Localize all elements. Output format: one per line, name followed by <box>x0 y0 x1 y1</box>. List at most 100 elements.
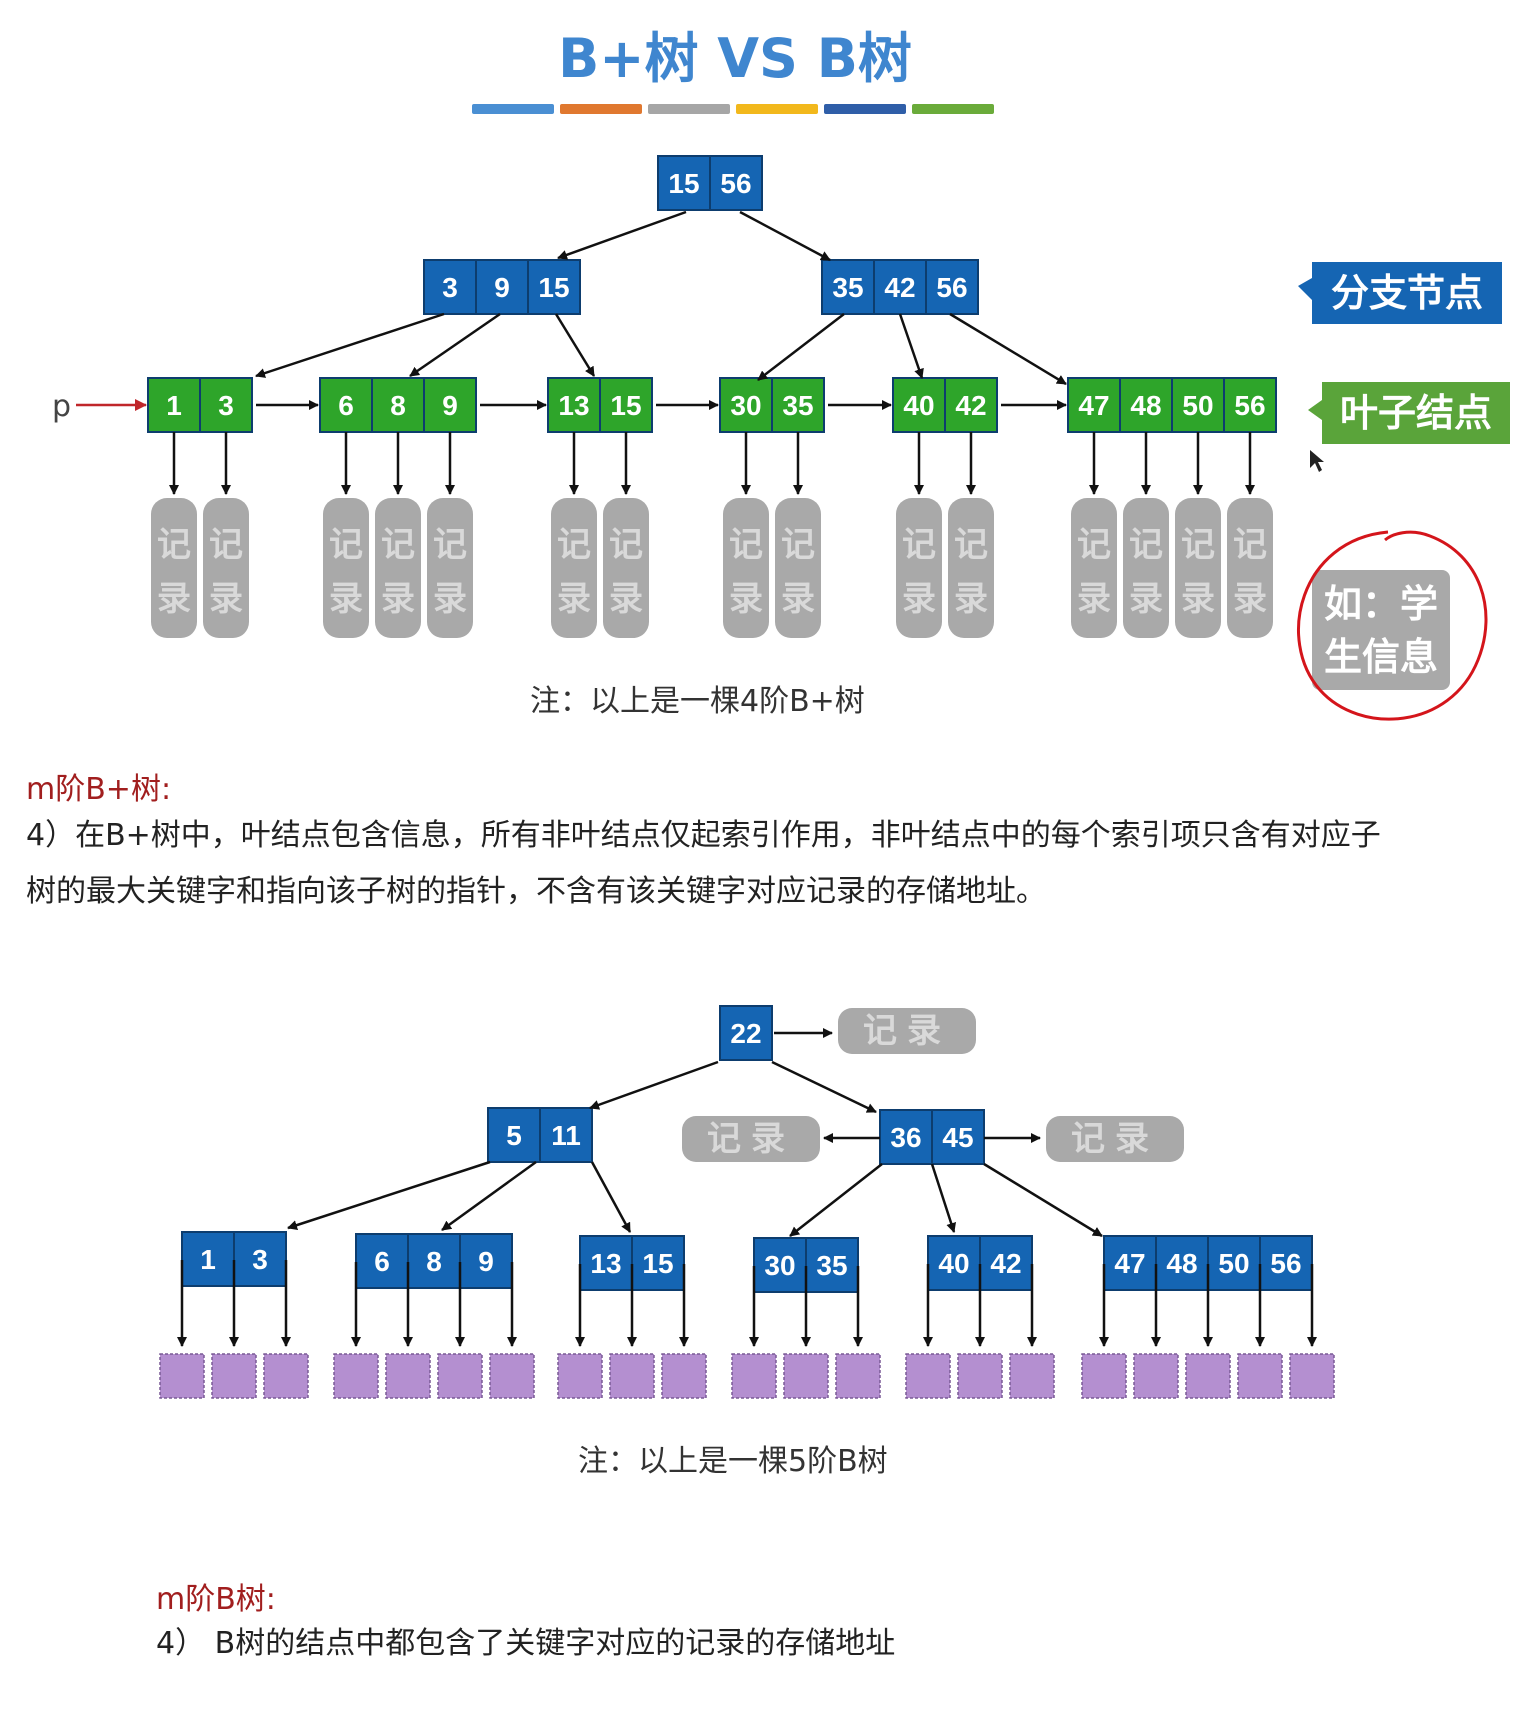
node-key: 42 <box>990 1248 1021 1279</box>
node-key: 47 <box>1114 1248 1145 1279</box>
node-key: 15 <box>668 168 699 199</box>
record-char: 记 <box>557 525 591 565</box>
record-pill-bg <box>1175 498 1221 638</box>
callout-leaf-bg <box>1308 382 1510 444</box>
record-pill-bg <box>427 498 473 638</box>
record-pill-bg <box>723 498 769 638</box>
node-key: 50 <box>1182 390 1213 421</box>
node-key: 42 <box>884 272 915 303</box>
record-pill-bg <box>838 1008 976 1054</box>
btree-leaf-node-box <box>355 1233 513 1289</box>
btree-root-node-box <box>719 1005 773 1061</box>
bplus-leaf-node: 30 35 <box>719 377 825 433</box>
node-key: 50 <box>1218 1248 1249 1279</box>
btree-note: 注：以上是一棵5阶B树 <box>578 1444 888 1479</box>
record-pill: 记录 <box>427 498 473 638</box>
btree-desc-label: m阶B树: <box>156 1582 276 1617</box>
callout-branch-node: 分支节点 <box>1298 262 1502 324</box>
node-key: 22 <box>730 1018 761 1049</box>
record-char: 录 <box>329 579 363 619</box>
node-key: 30 <box>764 1250 795 1281</box>
bplus-leaf-node: 47 48 50 56 <box>1067 377 1277 433</box>
child-pointer-box <box>1081 1353 1127 1399</box>
record-char: 记 <box>1129 525 1163 565</box>
child-pointer-box <box>783 1353 829 1399</box>
node-key: 36 <box>890 1122 921 1153</box>
record-pill: 记录 <box>948 498 994 638</box>
child-pointer-box <box>609 1353 655 1399</box>
child-pointer-box <box>1009 1353 1055 1399</box>
record-pill: 记录 <box>375 498 421 638</box>
arrow <box>287 1160 491 1230</box>
callout-example-line: 如：学 <box>1324 582 1438 626</box>
callout-leaf-label: 叶子结点 <box>1340 391 1492 435</box>
stripe <box>912 104 994 114</box>
node-key: 35 <box>782 390 813 421</box>
record-pill-bg <box>151 498 197 638</box>
child-pointer-box <box>1289 1353 1335 1399</box>
record-pill: 记录 <box>1123 498 1169 638</box>
node-key: 6 <box>374 1246 390 1277</box>
node-key: 30 <box>730 390 761 421</box>
stripe <box>472 104 554 114</box>
record-pill: 记录 <box>723 498 769 638</box>
node-key: 13 <box>590 1248 621 1279</box>
record-pill-bg <box>551 498 597 638</box>
record-pill-bg <box>896 498 942 638</box>
record-char: 记 <box>1233 525 1267 565</box>
bplus-branch-node-box <box>423 259 581 315</box>
node-key: 48 <box>1130 390 1161 421</box>
stripe <box>824 104 906 114</box>
node-key: 3 <box>218 390 234 421</box>
annotation-circle <box>1297 530 1488 721</box>
record-char: 记 <box>381 525 415 565</box>
node-key: 6 <box>338 390 354 421</box>
btree-root-node: 22 <box>719 1005 773 1061</box>
node-key: 15 <box>642 1248 673 1279</box>
child-pointer-box <box>557 1353 603 1399</box>
record-char: 记 <box>1181 525 1215 565</box>
record-char: 录 <box>1181 579 1215 619</box>
bplus-note: 注：以上是一棵4阶B+树 <box>530 684 865 719</box>
record-pill-bg <box>375 498 421 638</box>
record-char: 录 <box>1077 579 1111 619</box>
node-key: 11 <box>551 1120 581 1151</box>
node-key: 5 <box>506 1120 522 1151</box>
stripe <box>648 104 730 114</box>
record-pill: 记录 <box>151 498 197 638</box>
record-pill-bg <box>323 498 369 638</box>
node-key: 15 <box>538 272 569 303</box>
record-char: 录 <box>433 579 467 619</box>
record-pill: 记录 <box>896 498 942 638</box>
node-key: 3 <box>442 272 458 303</box>
record-pill: 记录 <box>1071 498 1117 638</box>
record-char: 记 <box>781 525 815 565</box>
bplus-desc-line2: 树的最大关键字和指向该子树的指针，不含有该关键字对应记录的存储地址。 <box>26 874 1046 909</box>
node-key: 56 <box>936 272 967 303</box>
arrow <box>983 1162 1103 1238</box>
node-key: 56 <box>720 168 751 199</box>
record-label: 记录 <box>707 1119 795 1159</box>
node-key: 47 <box>1078 390 1109 421</box>
node-key: 56 <box>1234 390 1265 421</box>
record-pill: 记录 <box>203 498 249 638</box>
node-key: 8 <box>390 390 406 421</box>
node-key: 56 <box>1270 1248 1301 1279</box>
record-char: 记 <box>729 525 763 565</box>
record-pill-bg <box>1071 498 1117 638</box>
record-char: 录 <box>209 579 243 619</box>
record-char: 记 <box>902 525 936 565</box>
record-pill-bg <box>1227 498 1273 638</box>
record-char: 录 <box>729 579 763 619</box>
callout-leaf-node: 叶子结点 <box>1308 382 1510 444</box>
arrow <box>441 1160 537 1232</box>
child-pointer-box <box>437 1353 483 1399</box>
arrow <box>757 313 845 381</box>
record-char: 录 <box>781 579 815 619</box>
record-char: 录 <box>1129 579 1163 619</box>
node-key: 35 <box>816 1250 847 1281</box>
